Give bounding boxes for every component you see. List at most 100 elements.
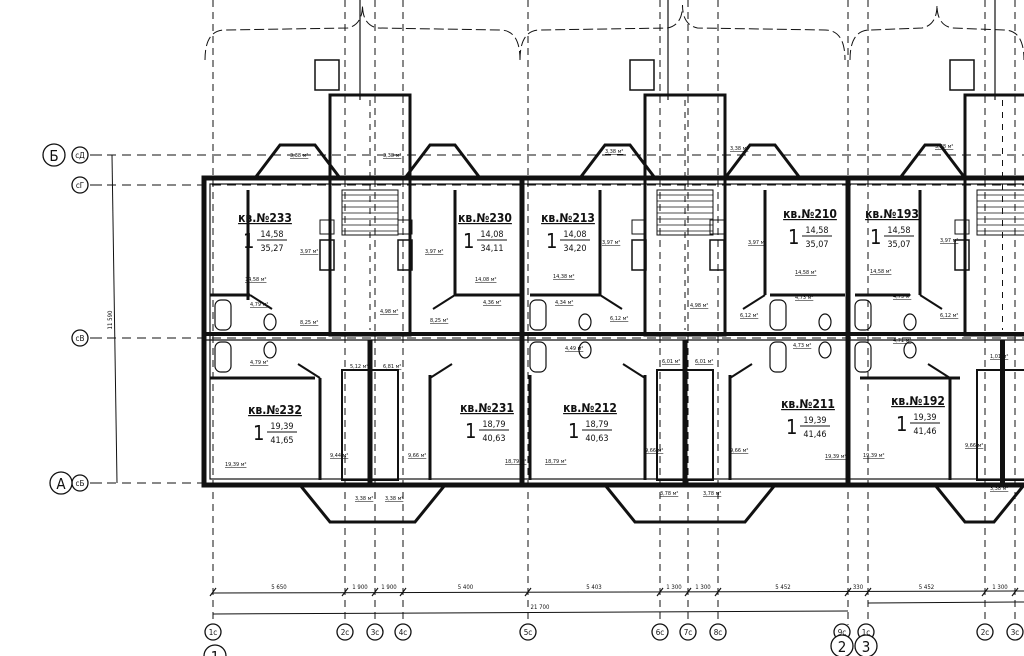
dimension-tick — [844, 587, 852, 597]
vent-shaft — [949, 59, 975, 91]
stair-core — [643, 93, 727, 337]
dimension-value: 5 650 — [271, 584, 287, 591]
room-area-label: 3,38 м² — [355, 495, 373, 502]
dimension-line-total — [212, 610, 849, 615]
vent-shaft — [314, 59, 340, 91]
door-leaf — [729, 363, 753, 379]
room-area-label: 19,39 м² — [863, 452, 884, 459]
dimension-value: 330 — [853, 584, 864, 591]
room-area-label: 3,78 м² — [703, 490, 721, 497]
dimension-tick — [524, 587, 532, 597]
total-area: 35,07 — [887, 240, 910, 250]
apartment-number: кв.№192 — [891, 394, 945, 408]
room-area-label: 9,66 м² — [730, 447, 748, 454]
stove-icon — [319, 219, 335, 235]
room-area-label: 4,73 м² — [793, 342, 811, 349]
vertical-dimension-value: 11 590 — [107, 310, 114, 329]
axis-bubble — [394, 623, 412, 641]
living-area: 14,58 — [887, 226, 910, 236]
axis-bubbles: сДБсГсВсБА1с2с3с4с5с6с7с8с9с1с2с3с123 — [42, 143, 1024, 656]
room-area-label: 8,25 м² — [300, 319, 318, 326]
dimension-value: 5 452 — [775, 584, 790, 591]
axis-label: 2с — [341, 628, 350, 637]
room-count: 1 — [896, 412, 907, 436]
kitchen-counter — [397, 239, 413, 271]
apartment-number: кв.№233 — [238, 211, 292, 225]
kitchen-counter — [631, 239, 647, 271]
room-area-label: 3,38 м² — [605, 148, 623, 155]
axis-bubble — [366, 623, 384, 641]
section-axis-bubble — [854, 634, 878, 656]
brace — [849, 4, 1024, 61]
toilet — [263, 313, 277, 331]
room-area-label: 14,58 м² — [245, 276, 266, 283]
axis-label: сД — [75, 151, 85, 160]
kitchen-counter — [319, 239, 335, 271]
dimension-value: 5 452 — [919, 584, 934, 591]
room-area-label: 3,97 м² — [602, 239, 620, 246]
room-area-label: 5,12 м² — [350, 363, 368, 370]
room-area-label: 3,97 м² — [425, 248, 443, 255]
room-area-label: 4,79 м² — [250, 301, 268, 308]
room-area-label: 14,38 м² — [553, 273, 574, 280]
door-leaf — [432, 294, 456, 310]
stove-icon — [397, 219, 413, 235]
bathtub — [769, 299, 787, 331]
room-area-label: 3,38 м² — [990, 485, 1008, 492]
section-axis-label: 3 — [862, 638, 871, 656]
living-area: 19,39 — [270, 422, 293, 432]
stove-icon — [631, 219, 647, 235]
room-count: 1 — [253, 421, 264, 445]
dimension-tick — [1011, 587, 1019, 597]
toilet — [578, 341, 592, 359]
total-area: 41,46 — [913, 427, 936, 437]
room-area-label: 3,38 м² — [290, 152, 308, 159]
room-area-label: 4,49 м² — [565, 345, 583, 352]
room-area-label: 3,97 м² — [940, 237, 958, 244]
room-area-label: 3,78 м² — [660, 490, 678, 497]
apartment-number: кв.№231 — [460, 401, 514, 415]
total-area: 34,20 — [563, 244, 586, 254]
dimension-tick — [656, 587, 664, 597]
apartment-label: кв.№192 1 19,39 41,46 — [891, 394, 945, 437]
dimension-tick — [209, 587, 217, 597]
kitchen-counter — [709, 239, 725, 271]
total-area: 35,07 — [805, 240, 828, 250]
axis-bubble — [679, 623, 697, 641]
living-area: 19,39 — [913, 413, 936, 423]
dimension-tick — [371, 587, 379, 597]
living-area: 14,58 — [805, 226, 828, 236]
room-area-label: 6,01 м² — [662, 358, 680, 365]
room-area-label: 3,38 м² — [935, 143, 953, 150]
toilet — [578, 313, 592, 331]
axis-label: 3с — [1011, 628, 1020, 637]
apartment-number: кв.№232 — [248, 403, 302, 417]
living-area: 14,08 — [480, 230, 503, 240]
section-axis-bubble — [203, 644, 227, 656]
stove-icon — [709, 219, 725, 235]
room-area-label: 4,36 м² — [483, 299, 501, 306]
bathtub — [529, 299, 547, 331]
room-count: 1 — [870, 225, 881, 249]
bathtub — [854, 341, 872, 373]
section-axis-bubble — [830, 634, 854, 656]
axis-bubble-main — [42, 143, 66, 167]
axis-label: 8с — [714, 628, 723, 637]
axis-bubble — [71, 176, 89, 194]
room-area-label: 14,58 м² — [870, 268, 891, 275]
room-area-label: 4,98 м² — [690, 302, 708, 309]
fixtures — [214, 100, 1024, 379]
living-area: 18,79 — [482, 420, 505, 430]
kitchen-counter — [954, 239, 970, 271]
dimension-line-total — [867, 601, 1024, 604]
dimension-value: 1 300 — [992, 584, 1008, 591]
section-axis-label: 2 — [838, 638, 847, 656]
axis-bubble — [204, 623, 222, 641]
